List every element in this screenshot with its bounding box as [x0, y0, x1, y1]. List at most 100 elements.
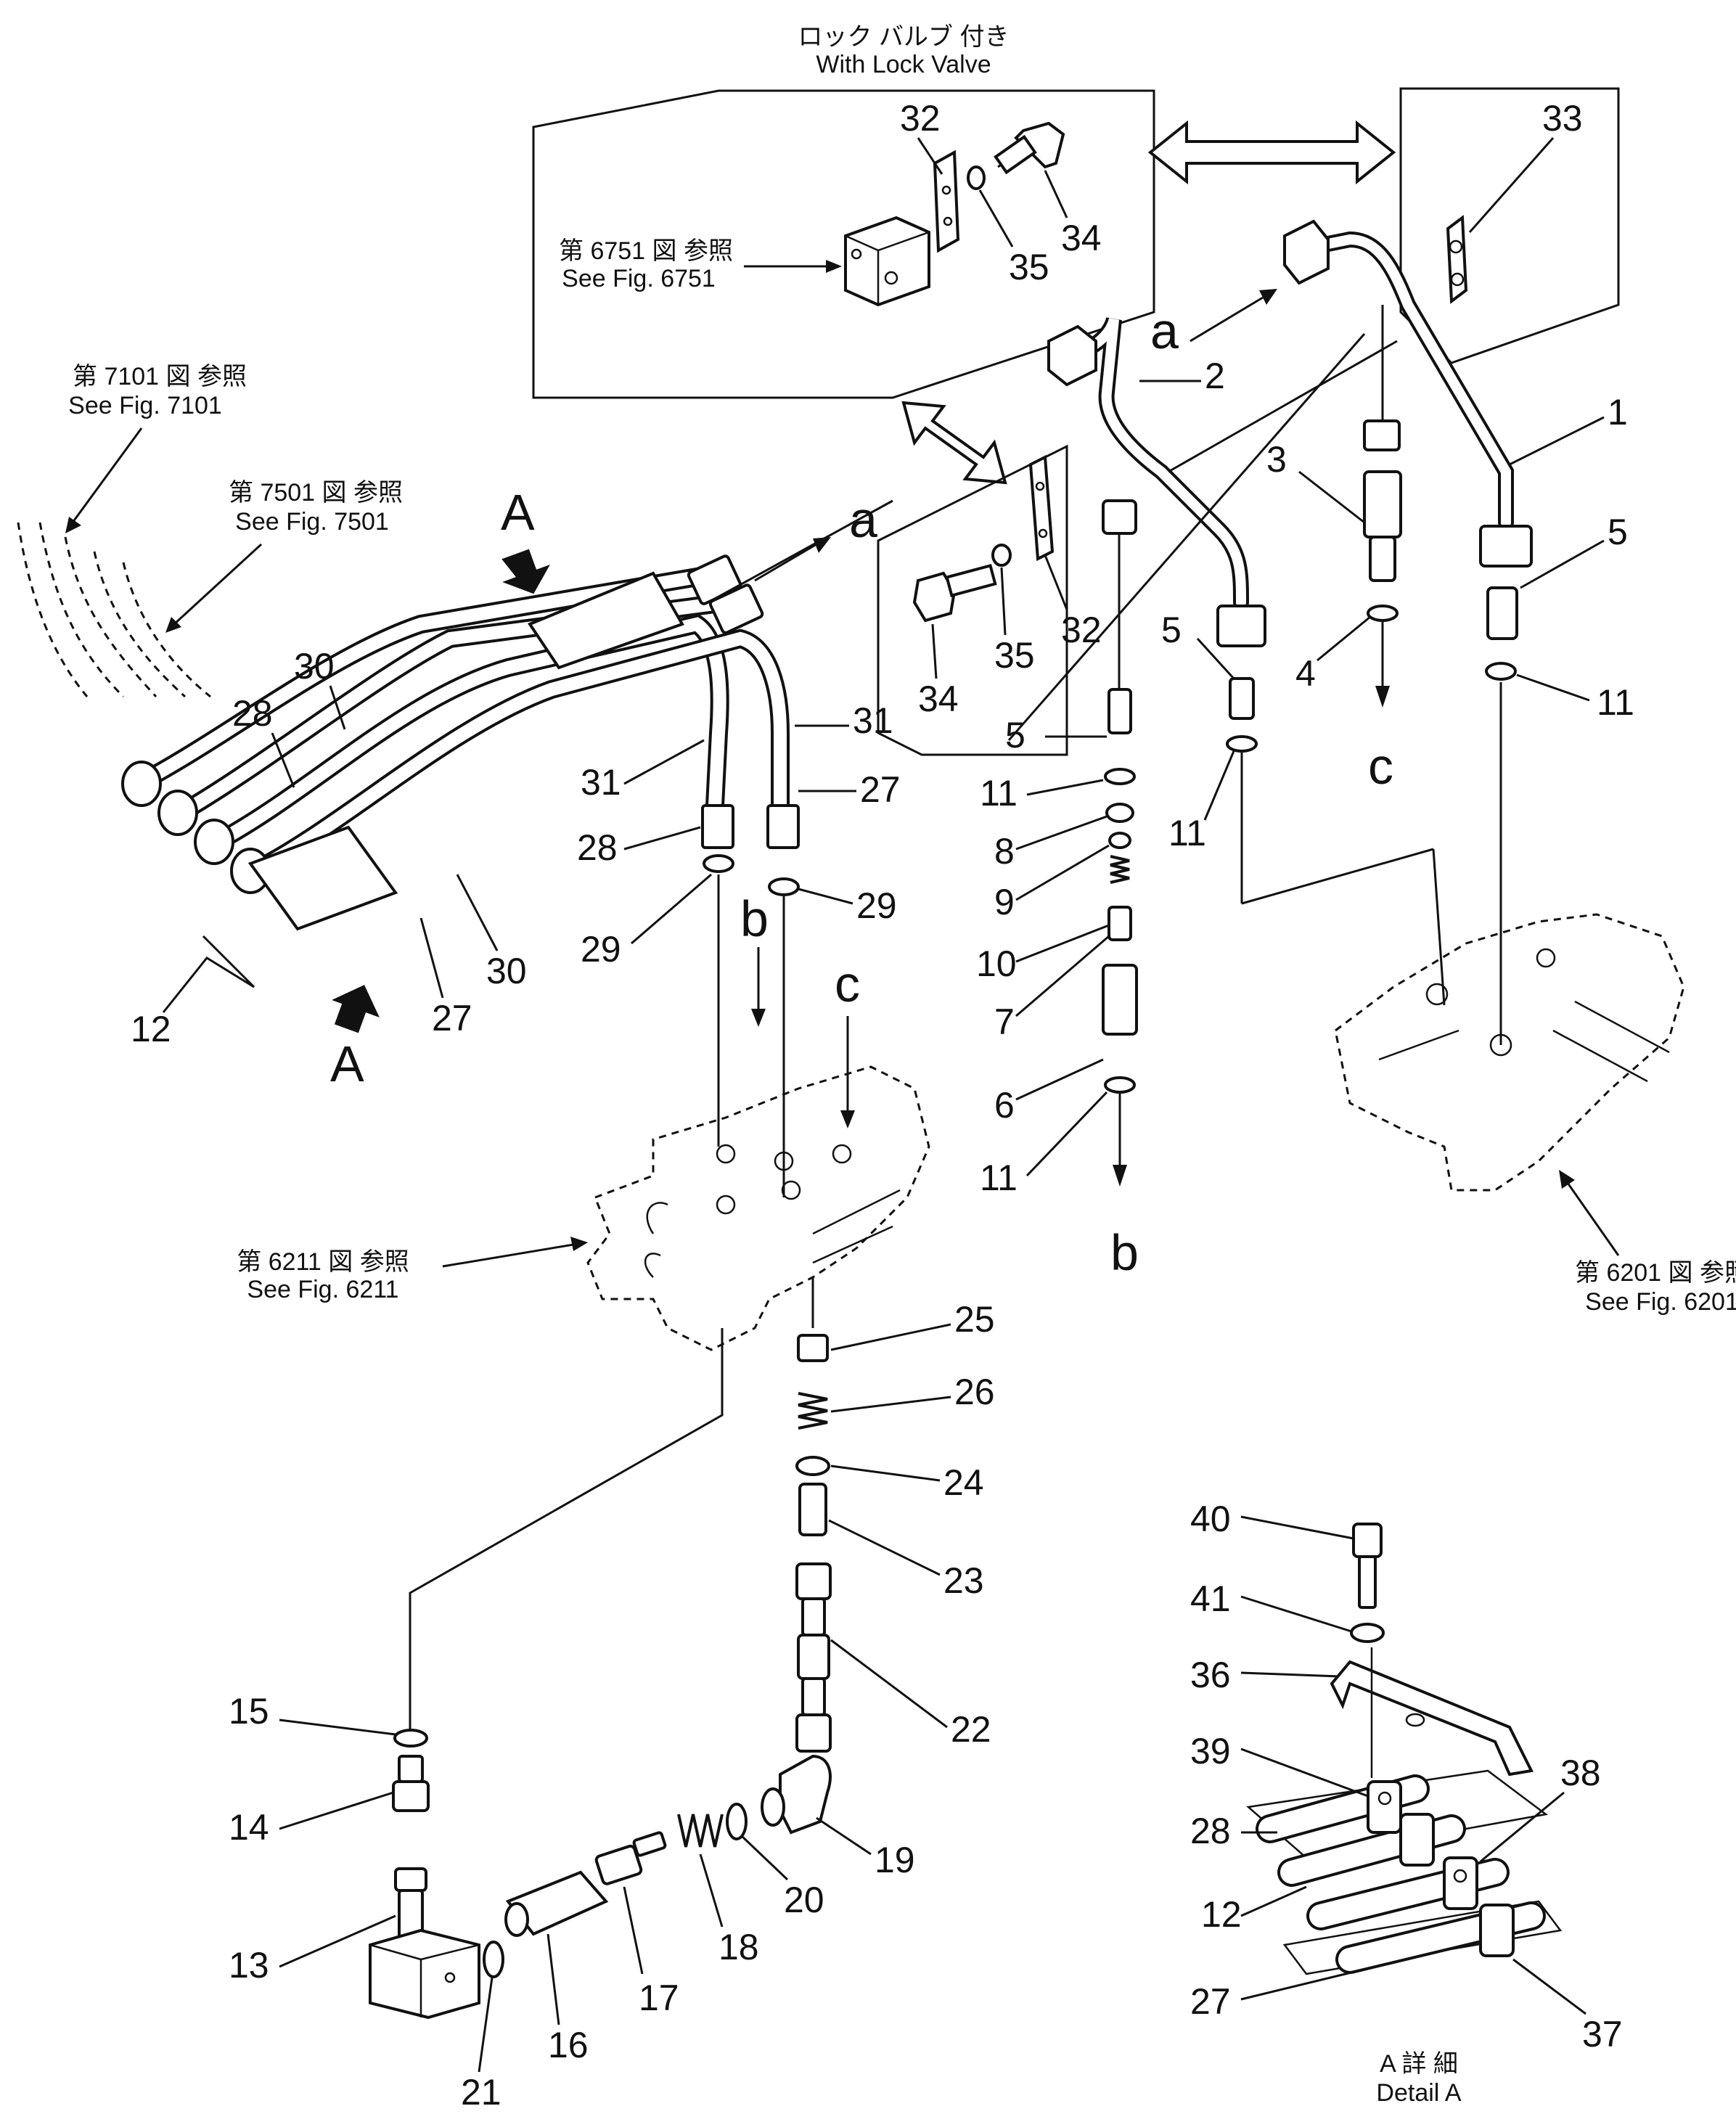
pipe-1: [1283, 219, 1533, 568]
callout-27-left: 27: [432, 998, 472, 1038]
callout-1: 1: [1608, 392, 1628, 433]
callout-23: 23: [943, 1560, 984, 1601]
interchange-double-arrow-top: [1147, 120, 1396, 185]
detail-a: [1246, 1523, 1563, 1975]
letter-A-top: A: [501, 484, 535, 541]
callout-22: 22: [951, 1709, 991, 1750]
callout-30-upper: 30: [294, 646, 335, 687]
callout-29-left: 29: [581, 929, 621, 970]
callout-5-right: 5: [1608, 512, 1628, 552]
callout-17: 17: [639, 1978, 679, 2018]
callout-21: 21: [461, 2072, 501, 2113]
lock-valve-inset: ロック バルブ 付き With Lock Valve 32 34 35 第: [532, 23, 1155, 399]
spring-18: [677, 1814, 724, 1848]
callout-13: 13: [229, 1945, 269, 1986]
arrow-A-top: [501, 549, 550, 594]
callout-37: 37: [1582, 2014, 1623, 2054]
oring-20: [726, 1803, 748, 1840]
plate-32-upper: [933, 149, 960, 253]
letter-b-upper: b: [740, 890, 769, 947]
callout-19: 19: [875, 1840, 915, 1880]
ref-6211-en: See Fig. 6211: [247, 1276, 398, 1303]
poppet-17: [594, 1831, 667, 1885]
callout-27-detail: 27: [1190, 1981, 1231, 2022]
oring-29-right: [768, 877, 800, 896]
control-valve-6201: [1334, 913, 1685, 1192]
callout-10: 10: [976, 943, 1017, 984]
elbow-19: [761, 1754, 832, 1835]
letter-b-lower: b: [1110, 1224, 1139, 1281]
letter-a-lower: a: [849, 491, 877, 548]
callout-14: 14: [229, 1807, 269, 1848]
ref-6201-en: See Fig. 6201: [1585, 1288, 1736, 1316]
callout-30-lower: 30: [486, 951, 527, 991]
callout-11-mid: 11: [1168, 813, 1206, 853]
lock-valve-title-en: With Lock Valve: [816, 51, 991, 78]
callout-31-right: 31: [853, 700, 893, 741]
detail-a-en: Detail A: [1376, 2079, 1461, 2107]
callout-11-right: 11: [1597, 682, 1634, 723]
detail-a-jp: A 詳 細: [1380, 2050, 1458, 2078]
ref-7101-jp: 第 7101 図 参照: [73, 363, 247, 390]
washer-35-upper: [967, 165, 986, 190]
lower-stack: [795, 1277, 832, 1753]
oring-15: [393, 1729, 428, 1748]
callout-34-upper: 34: [1061, 218, 1102, 258]
oring-29-left: [703, 854, 734, 873]
callout-35-upper: 35: [1009, 247, 1049, 287]
ref-6201-jp: 第 6201 図 参照: [1575, 1259, 1736, 1287]
callout-25: 25: [954, 1299, 995, 1340]
callout-36: 36: [1190, 1655, 1231, 1695]
callout-26: 26: [954, 1372, 995, 1412]
callout-40: 40: [1190, 1499, 1231, 1539]
block-13: [369, 1867, 480, 2020]
letter-a-upper: a: [1150, 303, 1179, 359]
callout-35-lower: 35: [994, 635, 1035, 676]
control-valve-6211: [586, 1065, 930, 1351]
fitting-16: [504, 1870, 609, 1937]
letter-c-upper: c: [835, 956, 860, 1012]
pipe-2: [1047, 316, 1266, 647]
ref-6751-en: See Fig. 6751: [562, 265, 716, 292]
callout-39: 39: [1190, 1731, 1231, 1771]
fitting-5-right: [1485, 586, 1518, 1045]
stack-c: [1363, 470, 1402, 708]
letter-A-bottom: A: [330, 1036, 364, 1092]
callout-32-lower: 32: [1061, 610, 1102, 650]
fitting-top-c: [1363, 419, 1401, 451]
callout-29-right: 29: [856, 885, 897, 926]
callout-18: 18: [718, 1927, 759, 1967]
interchange-double-arrow-mid: [901, 401, 1007, 485]
callout-12: 12: [131, 1009, 171, 1049]
callout-32-upper: 32: [900, 98, 941, 139]
callout-31-left: 31: [581, 762, 621, 803]
fitting-14: [392, 1755, 430, 1812]
fitting-5-mid: [1226, 677, 1446, 1006]
lock-inset-lower: 32 35 34: [877, 444, 1102, 756]
callout-5-mid: 5: [1161, 610, 1182, 650]
bolt-34-upper: [994, 121, 1065, 175]
callout-38: 38: [1560, 1753, 1601, 1793]
callout-3: 3: [1266, 439, 1287, 480]
callout-11-b1: 11: [980, 773, 1018, 814]
callout-28-right: 28: [577, 827, 618, 868]
ref-7501-en: See Fig. 7501: [235, 508, 389, 536]
lock-valve-title-jp: ロック バルブ 付き: [798, 23, 1010, 51]
lock-valve-block: [844, 216, 930, 307]
letter-c-lower: c: [1368, 738, 1393, 795]
callout-6: 6: [994, 1085, 1015, 1126]
callout-12-detail: 12: [1201, 1894, 1242, 1935]
ref-7101-en: See Fig. 7101: [68, 392, 222, 419]
callout-28-left: 28: [232, 693, 273, 734]
ref-6751-jp: 第 6751 図 参照: [559, 237, 733, 265]
plate-33-inset: 33: [1399, 87, 1620, 364]
callout-4: 4: [1295, 653, 1316, 694]
callout-9: 9: [994, 882, 1015, 922]
callout-34-lower: 34: [918, 679, 959, 719]
callout-15: 15: [229, 1691, 269, 1732]
ref-6211-jp: 第 6211 図 参照: [237, 1248, 409, 1276]
callout-5-b: 5: [1005, 715, 1025, 755]
callout-2: 2: [1205, 356, 1225, 396]
callout-8: 8: [994, 831, 1015, 872]
